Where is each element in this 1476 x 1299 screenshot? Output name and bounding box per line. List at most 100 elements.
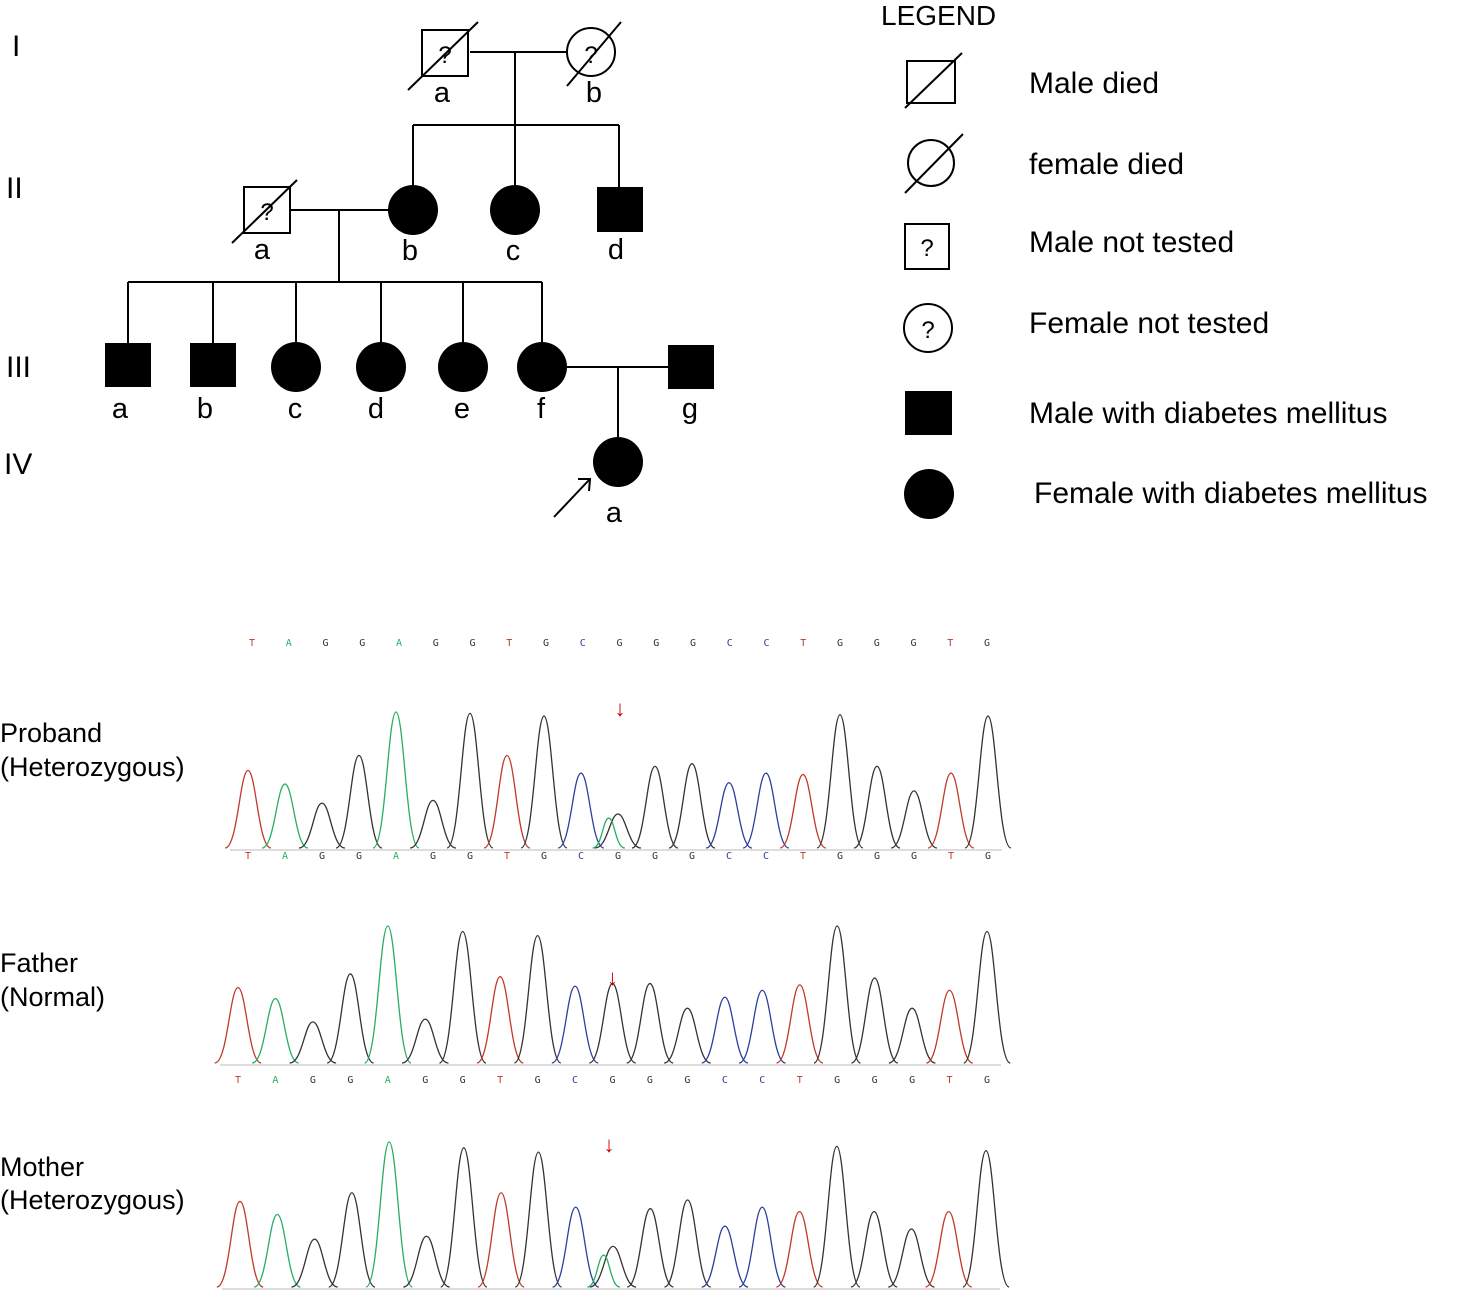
reference-base-call: G: [910, 638, 916, 649]
female-affected-icon: [904, 469, 954, 519]
reference-base-call: T: [947, 638, 953, 649]
chromatogram-peak: [962, 1150, 1010, 1288]
individual-III-c: c: [271, 342, 321, 425]
base-call: T: [504, 851, 510, 862]
chromatogram-peak: [926, 989, 974, 1064]
reference-base-call: G: [616, 638, 622, 649]
individual-label: e: [454, 393, 470, 425]
male-affected-symbol: [190, 343, 236, 387]
individual-label: c: [506, 235, 521, 267]
base-call: G: [541, 851, 547, 862]
chromatogram-peak: [850, 1210, 898, 1288]
chromatogram-peak: [668, 763, 716, 849]
individual-label: b: [402, 235, 418, 267]
individual-III-a: a: [105, 343, 151, 425]
deceased-slash: [231, 179, 298, 244]
base-call: G: [430, 851, 436, 862]
female-affected-symbol: [517, 342, 567, 392]
chromatogram-peak: [589, 1245, 637, 1288]
reference-base-call: G: [837, 638, 843, 649]
base-call: G: [872, 1075, 878, 1086]
base-call: G: [319, 851, 325, 862]
chromatogram-peak: [401, 1018, 449, 1064]
individual-III-g: g: [668, 345, 714, 425]
chromatogram-peak: [964, 715, 1012, 849]
base-call: T: [235, 1075, 241, 1086]
legend-label: Female with diabetes mellitus: [1034, 477, 1428, 510]
base-call: C: [722, 1075, 728, 1086]
individual-III-b: b: [190, 343, 236, 425]
base-call: G: [310, 1075, 316, 1086]
individual-label: g: [682, 393, 698, 425]
reference-base-call: A: [286, 638, 292, 649]
generation-label-3: III: [6, 351, 31, 384]
chromatogram-peak: [888, 1228, 935, 1288]
reference-base-call: G: [433, 638, 439, 649]
reference-base-call: C: [727, 638, 733, 649]
chromatogram-peak: [520, 715, 568, 849]
chromatogram-peak: [446, 712, 494, 849]
chromatogram-peak: [261, 783, 309, 849]
proband-arrow-shaft: [553, 479, 590, 518]
chromatogram-peak: [224, 769, 272, 849]
unknown-mark: ?: [438, 42, 451, 69]
legend-item-male-not-tested: ? Male not tested: [904, 223, 1234, 270]
mutation-arrow-icon: ↓: [607, 965, 618, 990]
base-call: G: [684, 1075, 690, 1086]
trace-label-father-line2: (Normal): [0, 982, 105, 1012]
legend-label: Female not tested: [1029, 307, 1269, 340]
base-call: T: [497, 1075, 503, 1086]
trace-label-father-line1: Father: [0, 948, 78, 978]
base-call: G: [422, 1075, 428, 1086]
individual-label: a: [112, 393, 129, 425]
chromatogram-peak: [409, 799, 457, 849]
base-call: G: [909, 1075, 915, 1086]
chromatogram-peak: [701, 1225, 749, 1288]
mutation-arrow-icon: ↓: [615, 696, 626, 721]
reference-base-call: G: [984, 638, 990, 649]
individual-II-c: c: [490, 185, 540, 267]
chromatogram-peak: [701, 996, 749, 1064]
base-call: G: [609, 1075, 615, 1086]
individual-I-b: ? b: [566, 21, 622, 109]
heterozygous-secondary-peak: [587, 1254, 621, 1288]
base-call: T: [797, 1075, 803, 1086]
chromatogram-peak: [705, 782, 753, 849]
chromatogram-mother: ↓: [216, 1132, 1010, 1290]
male-affected-icon: [905, 391, 952, 435]
female-died-icon: [907, 139, 955, 187]
individual-label: b: [197, 393, 213, 425]
reference-base-call: C: [580, 638, 586, 649]
reference-base-call: G: [690, 638, 696, 649]
reference-base-call: G: [359, 638, 365, 649]
legend-label: Male died: [1029, 67, 1159, 100]
male-affected-symbol: [105, 343, 151, 387]
chromatogram-peak: [253, 1213, 301, 1288]
male-not-tested-icon: [904, 223, 950, 270]
female-died-slash: [904, 133, 964, 194]
chromatogram-peak: [779, 773, 827, 849]
chromatogram-peak: [888, 1007, 936, 1064]
chromatogram-peak: [214, 986, 262, 1064]
chromatogram-peak: [552, 1206, 600, 1288]
chromatogram-peak: [298, 802, 346, 849]
chromatogram-peak: [853, 765, 901, 849]
chromatogram-peak: [335, 754, 383, 849]
chromatogram-peak: [551, 985, 599, 1064]
chromatogram-peak: [513, 934, 562, 1064]
individual-label: b: [586, 77, 602, 109]
base-call: G: [535, 1075, 541, 1086]
chromatogram-peak: [403, 1235, 450, 1288]
chromatogram-peak: [594, 813, 642, 849]
individual-IV-a: a: [553, 437, 643, 529]
reference-base-call: G: [874, 638, 880, 649]
chromatogram-peak: [664, 1199, 712, 1288]
chromatogram-peak: [742, 772, 790, 849]
generation-label-1: I: [12, 30, 20, 63]
base-call: C: [759, 1075, 765, 1086]
base-call: T: [947, 1075, 953, 1086]
individual-label: a: [606, 497, 623, 529]
